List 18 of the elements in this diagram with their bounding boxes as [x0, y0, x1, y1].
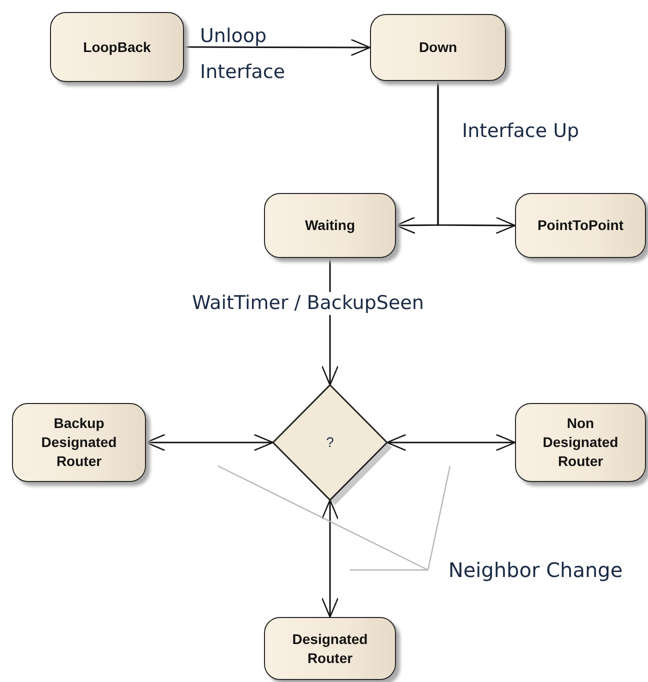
leader-line [218, 465, 428, 571]
transition-arrow [437, 81, 516, 234]
edge-label: Unloop Interface [200, 24, 286, 85]
state-box: Non Designated Router [515, 403, 646, 482]
leader-line [350, 569, 428, 571]
state-box: Backup Designated Router [12, 403, 146, 482]
annotation-text: Neighbor Change [428, 553, 643, 587]
leader-line [427, 466, 451, 570]
transition-arrow [386, 434, 516, 452]
state-box: Down [370, 14, 506, 81]
state-box: Designated Router [264, 617, 396, 680]
transition-arrow [184, 38, 371, 56]
transition-arrow [145, 434, 274, 452]
state-box: Waiting [264, 193, 396, 258]
state-box: LoopBack [50, 12, 184, 82]
decision-label: ? [326, 433, 334, 452]
state-box: PointToPoint [515, 193, 646, 258]
transition-arrow [321, 499, 339, 618]
